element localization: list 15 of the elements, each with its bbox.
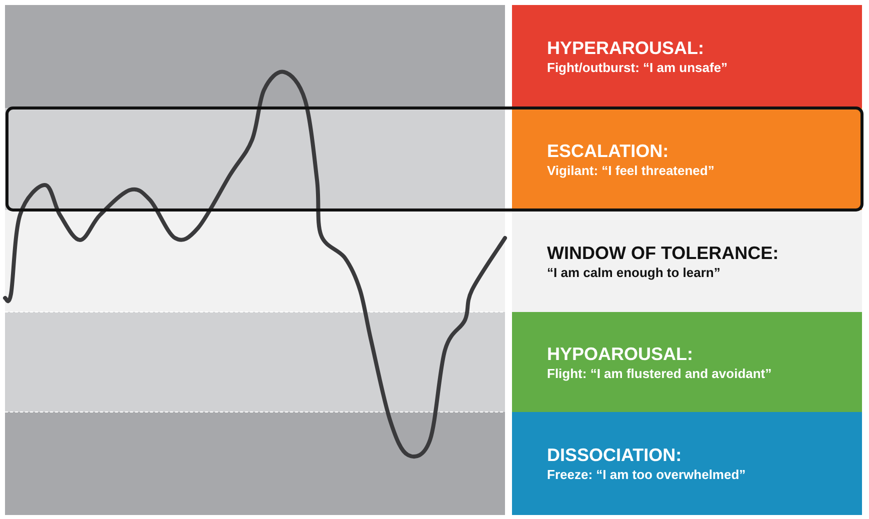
zone-box [512, 108, 862, 210]
zone-box [512, 412, 862, 515]
zone-box [512, 210, 862, 312]
zone-heading: HYPERAROUSAL: [547, 37, 706, 59]
zone-description: Vigilant: “I feel threatened” [547, 162, 716, 178]
zone-heading: ESCALATION: [547, 140, 670, 162]
zone-description: Flight: “I am flustered and avoidant” [547, 364, 773, 382]
zone-box [512, 5, 862, 108]
zone-description: Freeze: “I am too overwhelmed” [547, 466, 747, 483]
zone-heading: DISSOCIATION: [547, 444, 683, 466]
zone-description: Fight/outburst: “I am unsafe” [547, 59, 729, 76]
zone-description: “I am calm enough to learn” [547, 264, 722, 280]
zone-heading: HYPOAROUSAL: [547, 342, 694, 364]
zone-box [512, 312, 862, 412]
zone-heading: WINDOW OF TOLERANCE: [547, 242, 780, 264]
